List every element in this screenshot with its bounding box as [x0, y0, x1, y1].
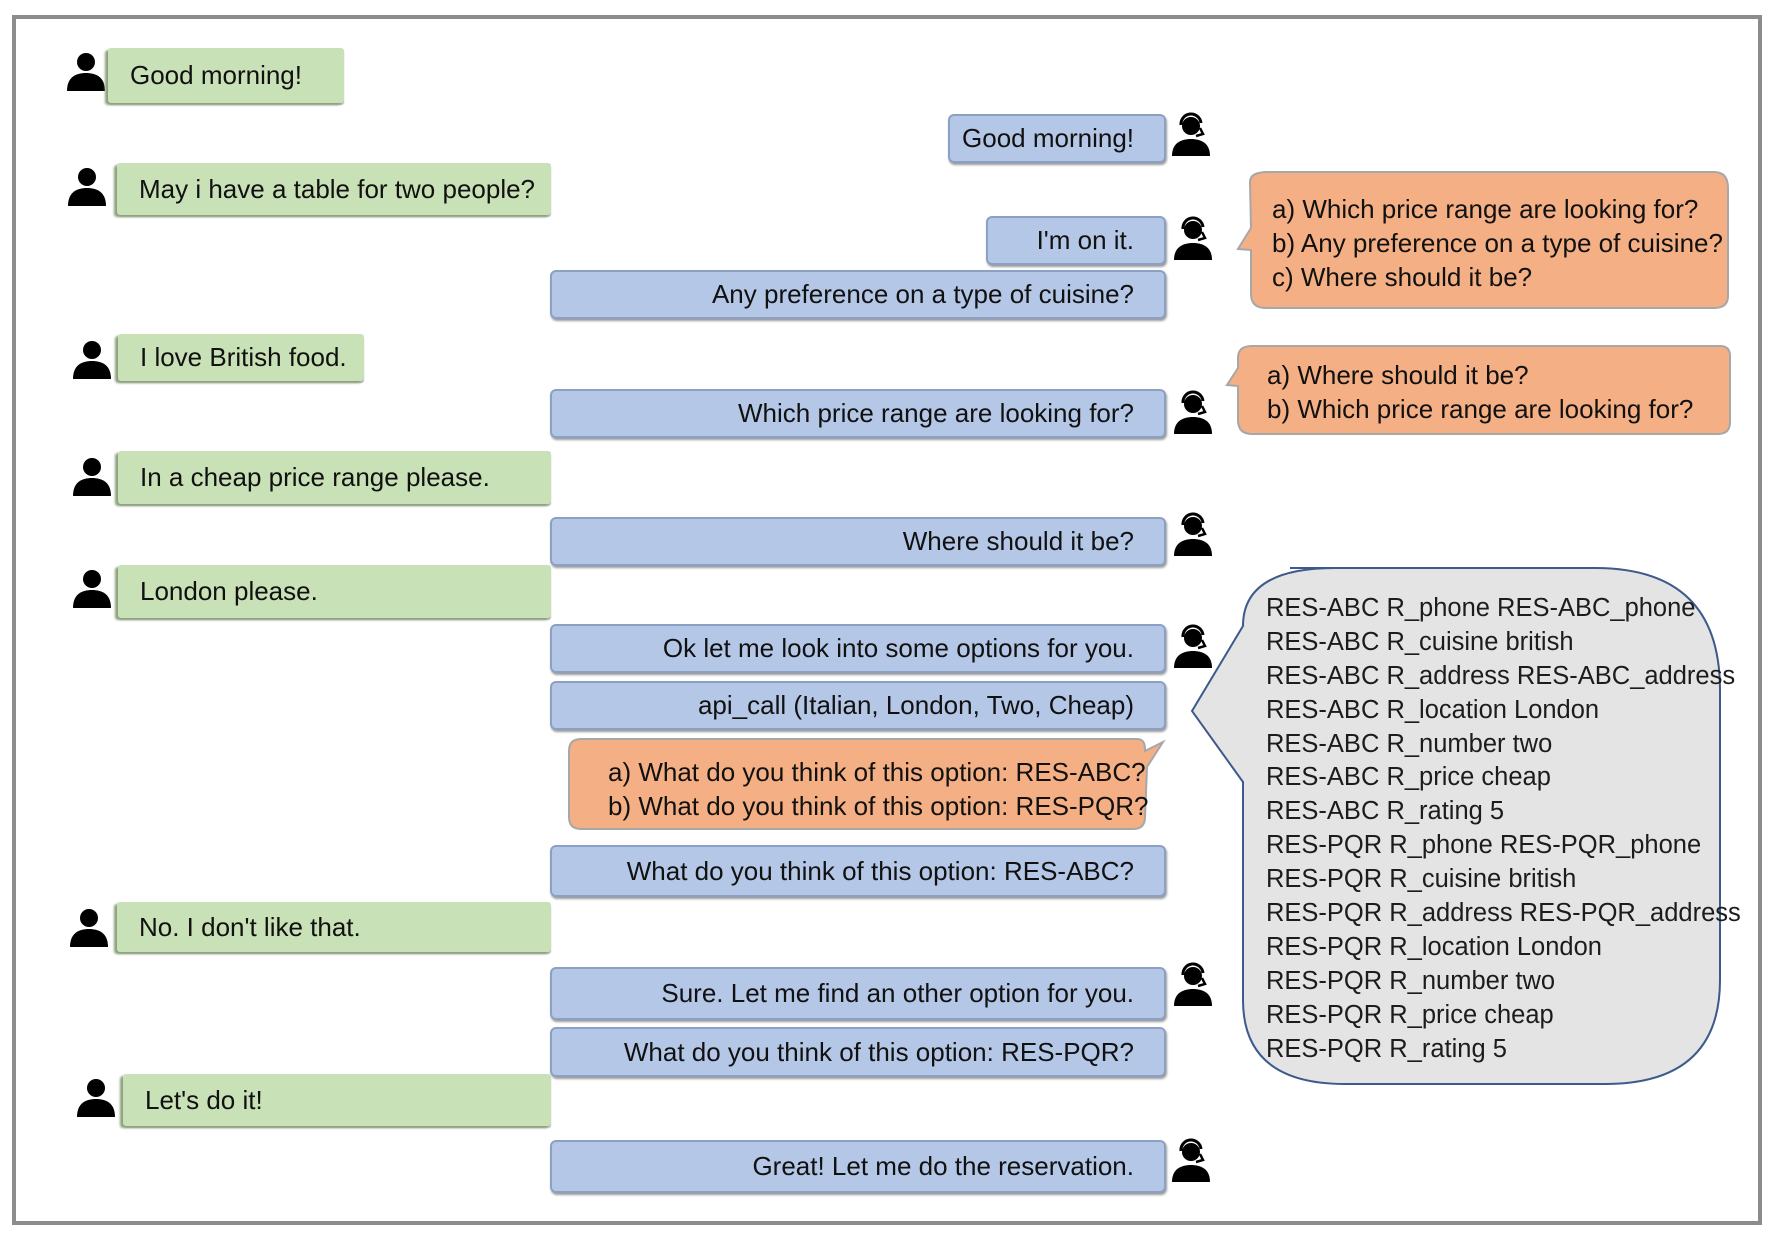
kb-fact: RES-PQR R_price cheap	[1266, 1000, 1554, 1029]
candidate-item: a) What do you think of this option: RES…	[608, 757, 1146, 787]
person-icon	[67, 907, 111, 951]
knowledge-base-callout	[1190, 567, 1721, 1085]
user-message: No. I don't like that.	[117, 902, 551, 952]
candidate-callout	[1225, 345, 1731, 435]
bot-message: Which price range are looking for?	[550, 389, 1166, 438]
api-call-message: api_call (Italian, London, Two, Cheap)	[550, 681, 1166, 730]
person-icon	[65, 166, 109, 210]
bot-message: Where should it be?	[550, 517, 1166, 566]
person-icon	[70, 568, 114, 612]
bot-message: What do you think of this option: RES-PQ…	[550, 1027, 1166, 1077]
candidate-item: a) Which price range are looking for?	[1272, 194, 1699, 224]
kb-fact: RES-ABC R_cuisine british	[1266, 627, 1574, 656]
kb-fact: RES-PQR R_rating 5	[1266, 1034, 1507, 1063]
candidate-item: b) Which price range are looking for?	[1267, 394, 1694, 424]
kb-fact: RES-ABC R_rating 5	[1266, 797, 1505, 826]
person-icon	[70, 456, 114, 500]
candidate-list: a) What do you think of this option: RES…	[608, 755, 1148, 823]
candidate-item: c) Where should it be?	[1272, 262, 1533, 292]
user-message: London please.	[118, 565, 551, 618]
agent-headset-icon	[1170, 112, 1214, 158]
bot-message: Sure. Let me find an other option for yo…	[550, 967, 1166, 1020]
kb-fact: RES-PQR R_number two	[1266, 966, 1556, 995]
kb-fact: RES-ABC R_number two	[1266, 729, 1553, 758]
knowledge-base-facts: RES-ABC R_phone RES-ABC_phone RES-ABC R_…	[1266, 592, 1741, 1066]
kb-fact: RES-PQR R_phone RES-PQR_phone	[1266, 831, 1702, 860]
candidate-list: a) Which price range are looking for? b)…	[1272, 192, 1723, 294]
candidate-item: a) Where should it be?	[1267, 360, 1529, 390]
bot-message: Any preference on a type of cuisine?	[550, 270, 1166, 319]
kb-fact: RES-PQR R_address RES-PQR_address	[1266, 899, 1741, 928]
kb-fact: RES-ABC R_location London	[1266, 695, 1600, 724]
kb-fact: RES-ABC R_price cheap	[1266, 763, 1551, 792]
person-icon	[64, 51, 108, 95]
user-message: In a cheap price range please.	[118, 451, 551, 504]
user-message: May i have a table for two people?	[117, 163, 551, 215]
kb-fact: RES-PQR R_cuisine british	[1266, 865, 1577, 894]
user-message: I love British food.	[118, 334, 364, 381]
kb-fact: RES-ABC R_address RES-ABC_address	[1266, 661, 1736, 690]
candidate-callout	[568, 738, 1166, 830]
candidate-item: b) Any preference on a type of cuisine?	[1272, 228, 1723, 258]
bot-message: Great! Let me do the reservation.	[550, 1140, 1166, 1193]
candidate-item: b) What do you think of this option: RES…	[608, 791, 1149, 821]
bot-message: Ok let me look into some options for you…	[550, 624, 1166, 673]
bot-message: Good morning!	[948, 114, 1166, 163]
kb-fact: RES-ABC R_phone RES-ABC_phone	[1266, 594, 1696, 622]
agent-headset-icon	[1172, 512, 1216, 558]
user-message: Good morning!	[108, 48, 344, 103]
candidate-callout	[1236, 171, 1729, 309]
agent-headset-icon	[1170, 1138, 1214, 1184]
person-icon	[70, 339, 114, 383]
bot-message: What do you think of this option: RES-AB…	[550, 845, 1166, 897]
person-icon	[74, 1077, 118, 1121]
kb-fact: RES-PQR R_location London	[1266, 932, 1602, 961]
figure-frame	[12, 15, 1762, 1225]
user-message: Let's do it!	[123, 1074, 551, 1126]
bot-message: I'm on it.	[986, 216, 1166, 265]
candidate-list: a) Where should it be? b) Which price ra…	[1267, 358, 1693, 426]
